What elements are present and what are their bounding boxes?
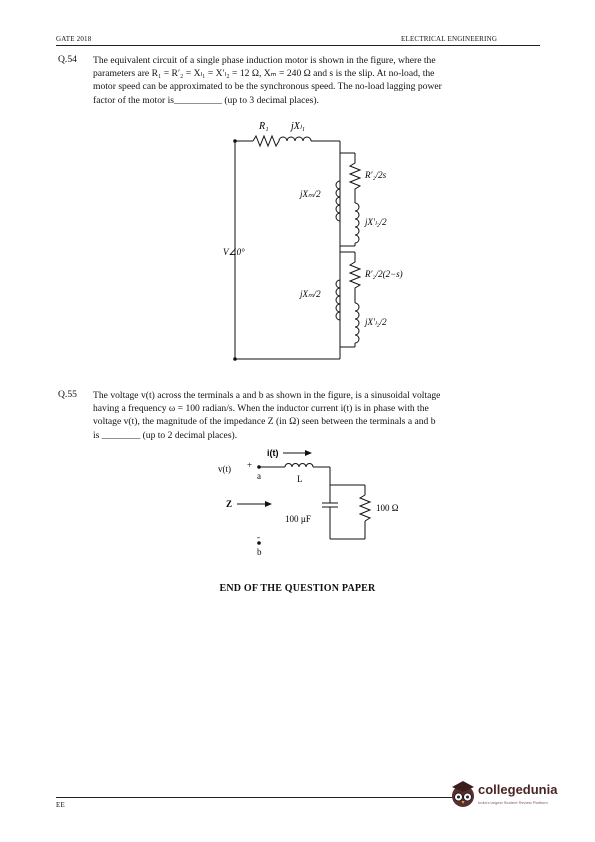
label-current: i(t) xyxy=(267,448,279,458)
q55-line-4: is ________ (up to 2 decimal places). xyxy=(93,429,238,441)
label-jxb: jX′ₗ₂/2 xyxy=(364,317,387,327)
label-minus: - xyxy=(257,532,260,542)
q54-circuit-figure: R₁ jXₗ₁ V∠0° jXₘ/2 R′₂/2s jX′ₗ₂/2 jXₘ/2 … xyxy=(223,121,403,361)
q54-line-4: factor of the motor is__________ (up to … xyxy=(93,94,319,106)
q55-number: Q.55 xyxy=(58,389,77,400)
label-plus: + xyxy=(247,460,252,470)
terminal-a-dot xyxy=(257,465,261,469)
footer-rule xyxy=(56,797,474,798)
owl-mascot-icon xyxy=(452,781,474,807)
footer-left: EE xyxy=(56,801,65,809)
terminal-b-dot xyxy=(257,541,261,545)
terminal-top-dot xyxy=(233,139,237,143)
header-left: GATE 2018 xyxy=(56,35,92,43)
label-a: a xyxy=(257,471,261,481)
terminal-bottom-dot xyxy=(233,357,237,361)
label-l: L xyxy=(297,474,303,484)
label-r1: R₁ xyxy=(258,121,269,132)
q55-line-1: The voltage v(t) across the terminals a … xyxy=(93,390,441,401)
label-z: Z xyxy=(226,499,232,509)
q54-number: Q.54 xyxy=(58,54,77,65)
z-arrow-head xyxy=(265,501,272,507)
brand-name: collegedunia xyxy=(478,782,558,797)
label-capacitor: 100 µF xyxy=(285,514,311,524)
label-resistor: 100 Ω xyxy=(376,503,399,513)
end-of-paper-text: END OF THE QUESTION PAPER xyxy=(219,583,376,594)
current-arrow-head xyxy=(305,450,312,456)
collegedunia-logo: collegedunia India's largest Student Rev… xyxy=(448,776,566,816)
label-jxm-bottom: jXₘ/2 xyxy=(299,289,321,299)
q54-line-3: motor speed can be approximated to be th… xyxy=(93,81,442,93)
header-rule xyxy=(56,45,540,46)
brand-tagline: India's largest Student Review Platform xyxy=(478,800,548,805)
q55-line-3: voltage v(t), the magnitude of the imped… xyxy=(93,416,436,428)
label-jxf: jX′ₗ₂/2 xyxy=(364,217,387,227)
label-vt: v(t) xyxy=(218,464,231,474)
q55-text: The voltage v(t) across the terminals a … xyxy=(93,389,533,442)
label-jxl1: jXₗ₁ xyxy=(289,121,305,132)
label-rf: R′₂/2s xyxy=(364,170,387,180)
q54-line-2: parameters are R₁ = R′₂ = Xₗ₁ = X′ₗ₂ = 1… xyxy=(93,68,435,80)
label-b: b xyxy=(257,547,262,557)
q55-circuit-figure: i(t) v(t) + a L Z 100 µF 100 Ω - b xyxy=(218,448,399,557)
label-jxm-top: jXₘ/2 xyxy=(299,189,321,199)
q54-text: The equivalent circuit of a single phase… xyxy=(93,54,533,107)
q54-line-1: The equivalent circuit of a single phase… xyxy=(93,55,436,66)
q55-line-2: having a frequency ω = 100 radian/s. Whe… xyxy=(93,403,429,415)
label-rb: R′₂/2(2−s) xyxy=(364,269,403,279)
label-source: V∠0° xyxy=(223,247,245,257)
header-right: ELECTRICAL ENGINEERING xyxy=(401,35,498,43)
